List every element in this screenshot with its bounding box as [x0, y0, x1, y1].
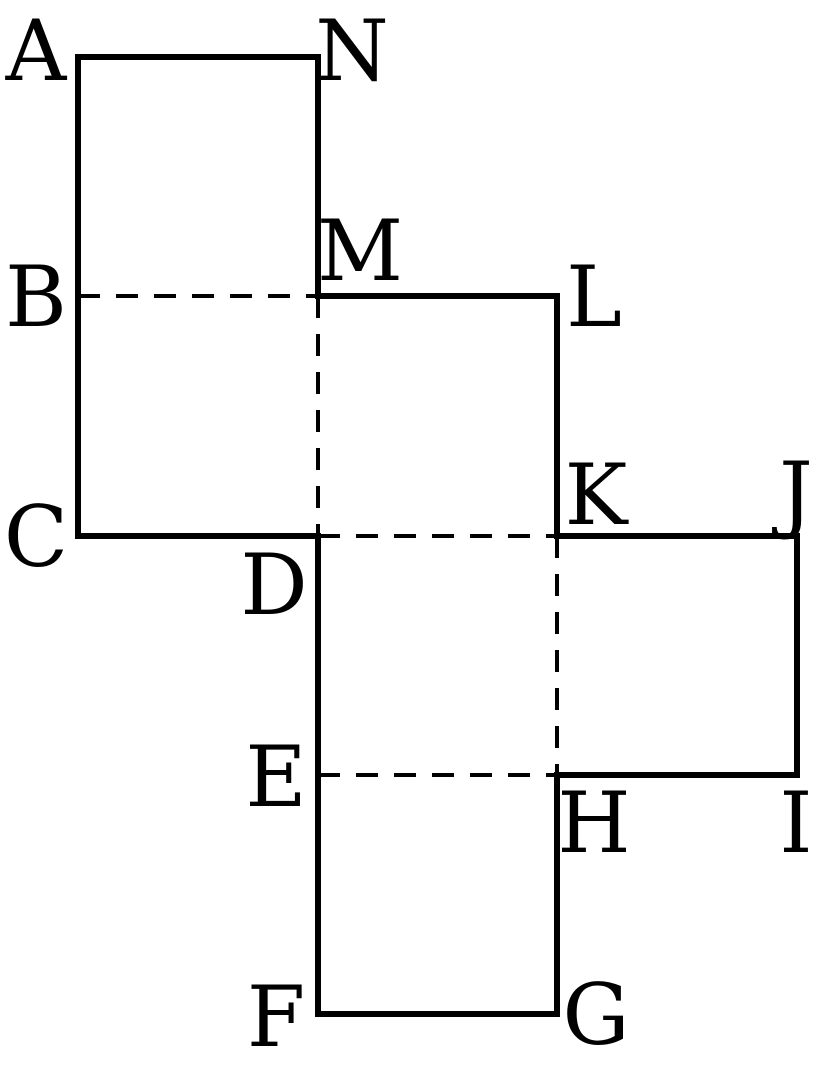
vertex-label-k: K	[565, 446, 630, 544]
vertex-label-e: E	[245, 728, 306, 826]
vertex-label-j: J	[771, 444, 813, 542]
vertex-label-m: M	[317, 202, 403, 300]
vertex-label-n: N	[315, 2, 389, 100]
vertex-label-a: A	[5, 2, 68, 100]
vertex-label-c: C	[4, 488, 68, 586]
vertex-label-f: F	[247, 968, 305, 1066]
fold-lines	[78, 294, 559, 777]
vertex-label-i: I	[779, 774, 812, 872]
net-outline	[75, 54, 800, 1017]
vertex-label-d: D	[240, 536, 307, 634]
vertex-label-b: B	[5, 248, 67, 346]
vertex-label-h: H	[557, 774, 630, 872]
vertex-label-l: L	[566, 248, 622, 346]
vertex-labels: A N M B L C K J DE H I F G	[4, 2, 813, 1066]
vertex-label-g: G	[562, 966, 629, 1064]
outline-edges	[75, 54, 800, 1017]
